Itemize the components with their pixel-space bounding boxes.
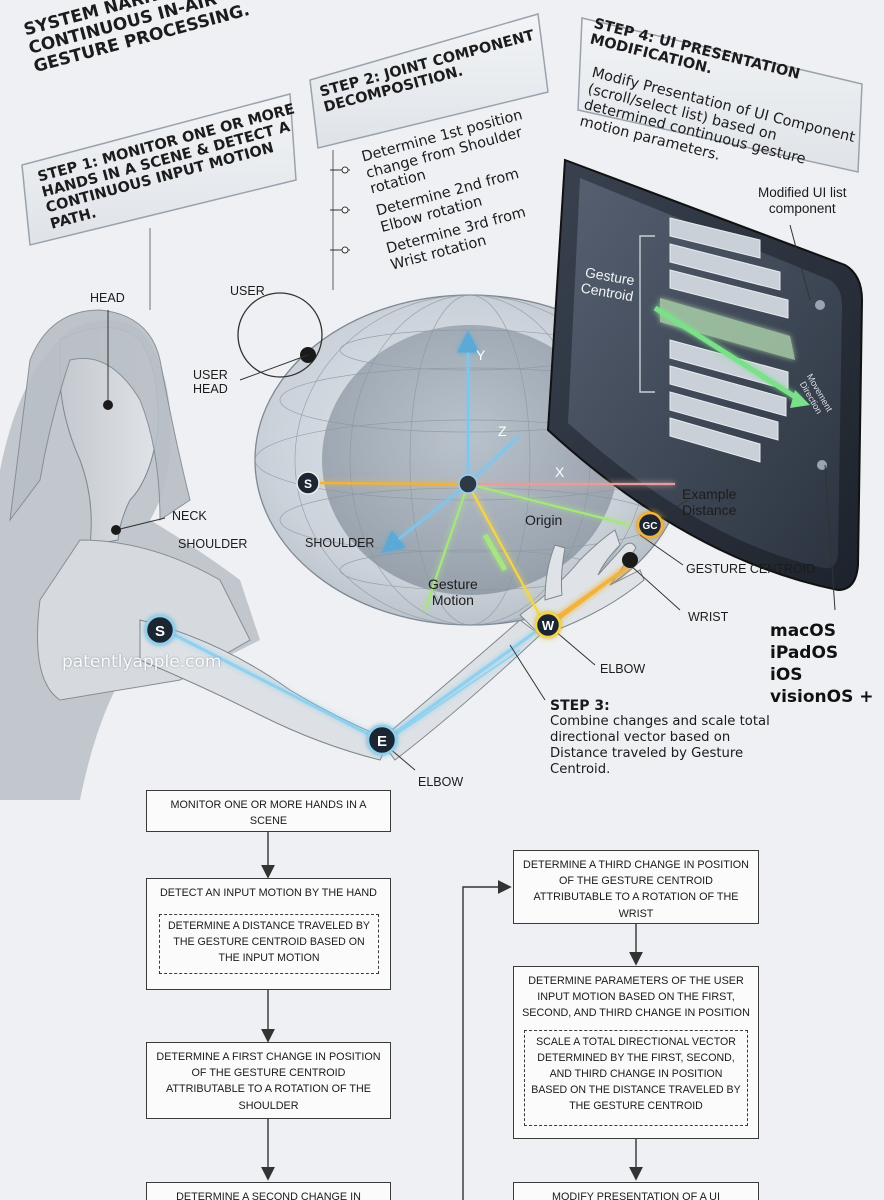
example-distance-label: Example Distance xyxy=(682,486,737,519)
watermark: patentlyapple.com xyxy=(62,652,222,672)
flow-sub-scale: SCALE A TOTAL DIRECTIONAL VECTOR DETERMI… xyxy=(524,1030,748,1126)
axis-y-label: Y xyxy=(476,347,486,363)
step4-panel xyxy=(577,17,863,173)
origin-label: Origin xyxy=(525,512,563,528)
flow-sub-distance: DETERMINE A DISTANCE TRAVELED BY THE GES… xyxy=(159,914,379,974)
platform-list: macOS iPadOS iOS visionOS + xyxy=(770,620,874,708)
flow-box-first-change: DETERMINE A FIRST CHANGE IN POSITION OF … xyxy=(146,1042,391,1119)
user-label: USER xyxy=(230,284,265,298)
node-gc-marker xyxy=(636,511,664,539)
modified-ui-label: Modified UI list component xyxy=(758,185,847,216)
node-e-marker xyxy=(366,724,398,756)
flow-box-modify: MODIFY PRESENTATION OF A UI xyxy=(513,1182,759,1200)
wrist-marker xyxy=(622,552,638,568)
wrist-label: WRIST xyxy=(688,610,729,624)
ui-selected-row xyxy=(653,298,810,408)
shoulder-sphere-label: SHOULDER xyxy=(305,536,375,550)
platform-ios: iOS xyxy=(770,665,803,686)
hand xyxy=(519,529,645,636)
step1-panel xyxy=(21,93,297,310)
woman-figure xyxy=(0,309,541,800)
node-e: E xyxy=(377,733,387,750)
axis-z-label: Z xyxy=(498,423,507,439)
step3-title: STEP 3: xyxy=(550,698,610,714)
axes xyxy=(307,330,675,626)
node-s2-marker xyxy=(296,471,320,495)
step2-panel xyxy=(309,13,549,290)
elbow-upper-label: ELBOW xyxy=(600,662,646,676)
gesture-motion-label: Gesture Motion xyxy=(428,576,478,609)
node-s2: S xyxy=(304,477,312,491)
step3-block: STEP 3: Combine changes and scale total … xyxy=(550,698,770,777)
joint-nodes: S S E W GC xyxy=(144,471,664,756)
user-head-marker xyxy=(237,292,323,483)
node-s1-marker xyxy=(144,614,176,646)
node-gc: GC xyxy=(643,521,658,532)
flowchart-connectors xyxy=(261,831,643,1200)
platform-visionos: visionOS + xyxy=(770,687,874,708)
node-w: W xyxy=(542,618,555,633)
node-s1: S xyxy=(155,623,165,640)
user-head-label: USER HEAD xyxy=(193,368,228,397)
step3-body: Combine changes and scale total directio… xyxy=(550,714,770,777)
flow-box-detect-text: DETECT AN INPUT MOTION BY THE HAND xyxy=(160,887,377,899)
elbow-lower-label: ELBOW xyxy=(418,775,464,789)
ui-list xyxy=(669,217,789,463)
node-w-marker xyxy=(534,611,562,639)
neck-label: NECK xyxy=(172,509,207,523)
gesture-centroid-label: GESTURE CENTROID xyxy=(686,562,816,576)
origin-point xyxy=(458,474,478,494)
shoulder-body-label: SHOULDER xyxy=(178,537,248,551)
flow-box-third-change: DETERMINE A THIRD CHANGE IN POSITION OF … xyxy=(513,850,759,924)
platform-macos: macOS xyxy=(770,621,836,641)
head-label: HEAD xyxy=(90,291,125,305)
flow-box-monitor: MONITOR ONE OR MORE HANDS IN A SCENE xyxy=(146,790,391,832)
flow-box-second-change: DETERMINE A SECOND CHANGE IN xyxy=(146,1182,391,1200)
platform-ipados: iPadOS xyxy=(770,643,839,664)
axis-x-label: X xyxy=(555,464,565,480)
flow-box-parameters-text: DETERMINE PARAMETERS OF THE USER INPUT M… xyxy=(522,975,750,1020)
